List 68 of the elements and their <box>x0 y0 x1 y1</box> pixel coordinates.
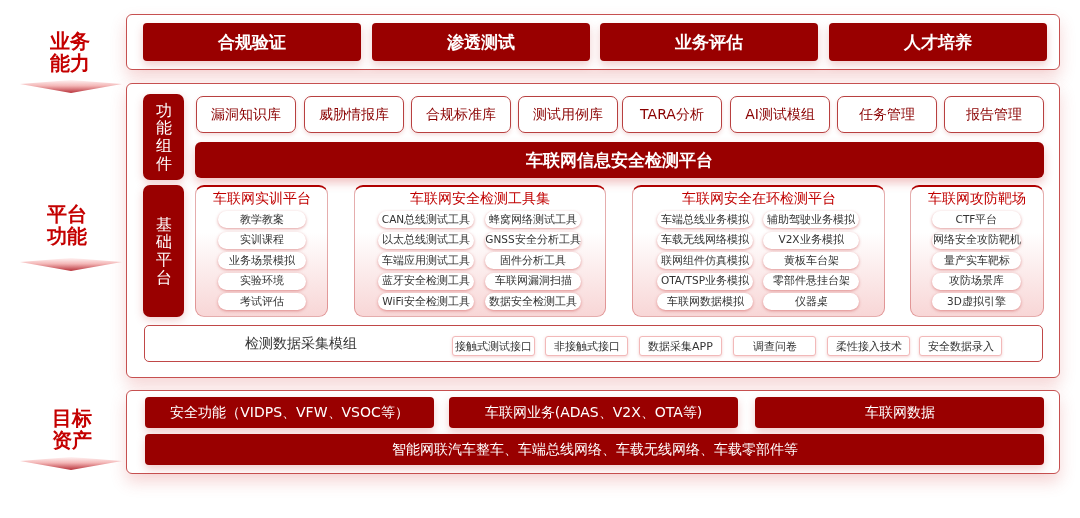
component-box: 合规标准库 <box>411 96 511 133</box>
platform-group-panel <box>354 185 606 317</box>
component-box: 漏洞知识库 <box>196 96 296 133</box>
tool-pill: 教学教案 <box>218 211 306 228</box>
group-title: 车联网实训平台 <box>211 189 312 207</box>
platform-bar: 车联网信息安全检测平台 <box>195 142 1044 178</box>
platform-group-panel <box>632 185 885 317</box>
tool-pill: 零部件悬挂台架 <box>763 272 859 290</box>
platform-group-panel <box>195 185 328 317</box>
component-box: 任务管理 <box>837 96 937 133</box>
component-box: AI测试模组 <box>730 96 830 133</box>
interface-chip: 安全数据录入 <box>919 336 1002 356</box>
group-title: 车联网攻防靶场 <box>927 189 1027 207</box>
tool-pill: 仪器桌 <box>763 293 859 310</box>
component-box: TARA分析 <box>622 96 722 133</box>
tool-pill: V2X业务模拟 <box>763 231 859 249</box>
asset-box: 车联网业务(ADAS、V2X、OTA等) <box>449 397 738 428</box>
tool-pill: CTF平台 <box>932 211 1021 228</box>
tool-pill: 攻防场景库 <box>932 272 1021 290</box>
layer-label-box: 功能组件 <box>143 94 184 180</box>
tool-pill: 业务场景模拟 <box>218 252 306 269</box>
section-heading: 平台功能 <box>47 203 87 248</box>
tool-pill: 蜂窝网络测试工具 <box>485 211 581 228</box>
section-heading: 业务能力 <box>50 30 90 75</box>
capability-box: 渗透测试 <box>372 23 590 61</box>
data-module-panel <box>144 325 1043 362</box>
tool-pill: 车端应用测试工具 <box>378 252 474 269</box>
tool-pill: OTA/TSP业务模拟 <box>657 272 753 290</box>
tool-pill: 固件分析工具 <box>485 252 581 269</box>
component-box: 测试用例库 <box>518 96 618 133</box>
capability-box: 人才培养 <box>829 23 1047 61</box>
group-title: 车联网安全检测工具集 <box>409 189 551 207</box>
interface-chip: 非接触式接口 <box>545 336 628 356</box>
tool-pill: 辅助驾驶业务模拟 <box>763 211 859 228</box>
tool-pill: CAN总线测试工具 <box>378 211 474 228</box>
interface-chip: 柔性接入技术 <box>827 336 910 356</box>
interface-chip: 数据采集APP <box>639 336 722 356</box>
tool-pill: 蓝牙安全检测工具 <box>378 272 474 290</box>
capability-box: 合规验证 <box>143 23 361 61</box>
platform-group-panel <box>910 185 1044 317</box>
section-heading: 目标资产 <box>52 407 92 452</box>
component-box: 报告管理 <box>944 96 1044 133</box>
tool-pill: 3D虚拟引擎 <box>932 293 1021 310</box>
tool-pill: 考试评估 <box>218 293 306 310</box>
tool-pill: 车联网漏洞扫描 <box>485 272 581 290</box>
tool-pill: 车端总线业务模拟 <box>657 211 753 228</box>
tool-pill: 黄板车台架 <box>763 252 859 269</box>
group-title: 车联网安全在环检测平台 <box>680 189 837 207</box>
interface-chip: 接触式测试接口 <box>452 336 535 356</box>
asset-box: 智能网联汽车整车、车端总线网络、车载无线网络、车载零部件等 <box>145 434 1044 465</box>
tool-pill: 量产实车靶标 <box>932 252 1021 269</box>
capability-box: 业务评估 <box>600 23 818 61</box>
tool-pill: 车载无线网络模拟 <box>657 231 753 249</box>
tool-pill: 实验环境 <box>218 272 306 290</box>
tool-pill: 数据安全检测工具 <box>485 293 581 310</box>
tool-pill: 车联网数据模拟 <box>657 293 753 310</box>
component-box: 威胁情报库 <box>304 96 404 133</box>
tool-pill: WiFi安全检测工具 <box>378 293 474 310</box>
interface-chip: 调查问卷 <box>733 336 816 356</box>
tool-pill: 以太总线测试工具 <box>378 231 474 249</box>
tool-pill: GNSS安全分析工具 <box>485 231 581 249</box>
tool-pill: 联网组件仿真模拟 <box>657 252 753 269</box>
tool-pill: 实训课程 <box>218 231 306 249</box>
module-title: 检测数据采集模组 <box>245 334 357 352</box>
layer-label-box: 基础平台 <box>143 185 184 317</box>
asset-box: 车联网数据 <box>755 397 1044 428</box>
tool-pill: 网络安全攻防靶机 <box>932 231 1021 249</box>
asset-box: 安全功能（VIDPS、VFW、VSOC等） <box>145 397 434 428</box>
